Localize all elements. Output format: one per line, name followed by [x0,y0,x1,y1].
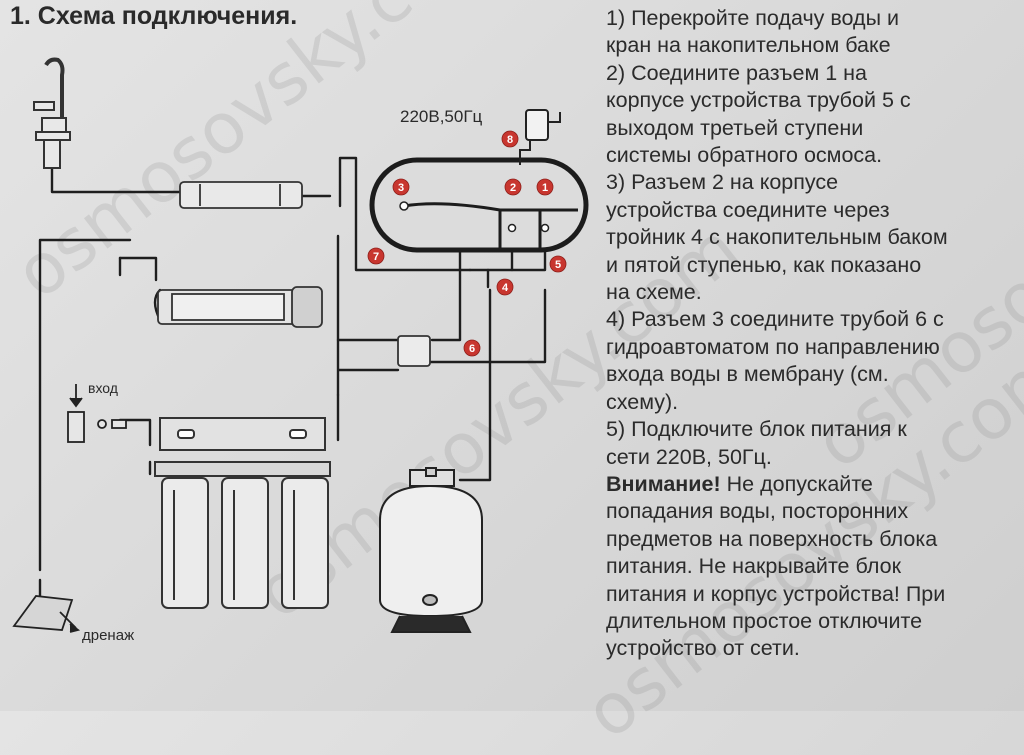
instruction-line: 5) Подключите блок питания к [606,417,907,442]
post-filter-icon [179,181,303,209]
marker-5: 5 [549,255,567,273]
marker-1: 1 [536,178,554,196]
warning-line: попадания воды, посторонних [606,499,909,524]
svg-text:1: 1 [542,182,548,194]
marker-8: 8 [501,130,519,148]
warning-line: Внимание! Не допускайте [606,471,1020,498]
tube-input [118,418,152,476]
svg-text:5: 5 [555,259,561,271]
marker-6: 6 [463,339,481,357]
svg-text:6: 6 [469,343,475,355]
instruction-line: устройства соедините через [606,197,890,222]
storage-tank-icon [379,467,483,633]
power-label: 220В,50Гц [400,107,483,126]
instruction-line: 3) Разъем 2 на корпусе [606,170,839,195]
instruction-line: системы обратного осмоса. [606,143,883,168]
instruction-line: 2) Соедините разъем 1 на [606,60,868,85]
warning-text: Не допускайте [720,471,873,496]
warning-line: предметов на поверхность блока [606,526,938,551]
marker-4: 4 [496,278,514,296]
marker-2: 2 [504,178,522,196]
membrane-housing-icon [157,286,323,328]
svg-text:2: 2 [510,182,516,194]
instruction-line: кран на накопительном баке [606,33,891,58]
svg-text:7: 7 [373,251,379,263]
instruction-line: 4) Разъем 3 соедините трубой 6 с [606,307,944,332]
drain-label: дренаж [82,627,134,644]
instruction-line: на схеме. [606,280,702,305]
tube-3 [338,156,472,272]
warning-line: длительном простое отключите [606,608,923,633]
instructions-text: 1) Перекройте подачу воды и кран на нако… [606,5,1020,663]
marker-3: 3 [392,178,410,196]
instruction-line: корпусе устройства трубой 5 с [606,88,911,113]
instruction-line: сети 220В, 50Гц. [606,444,772,469]
svg-text:3: 3 [398,182,404,194]
warning-line: питания. Не накрывайте блок [606,554,901,579]
tube-faucet [50,166,182,194]
svg-text:4: 4 [502,282,509,294]
connection-diagram: 220В,50Гц вход дренаж 1 2 3 4 5 6 7 8 [12,57,589,644]
instruction-line: 1) Перекройте подачу воды и [606,6,900,30]
marker-7: 7 [367,247,385,265]
inlet-valve-icon [67,384,127,443]
instruction-line: гидроавтоматом по направлению [606,334,940,359]
instruction-line: выходом третьей ступени [606,115,864,140]
svg-text:8: 8 [507,134,513,146]
instruction-line: входа воды в мембрану (см. [606,362,889,387]
controller-body [369,157,589,253]
instruction-line: и пятой ступенью, как показано [606,252,922,277]
warning-line: питания и корпус устройства! При [606,581,946,606]
tube-6b [426,288,547,364]
instruction-line: схему). [606,389,679,414]
warning-label: Внимание! [606,471,721,496]
warning-line: устройство от сети. [606,636,800,661]
power-adapter-icon [519,109,561,165]
prefilter-block-icon [154,417,331,609]
drain-saddle-icon [12,595,81,633]
tube-prefilter [336,338,400,442]
inlet-label: вход [88,380,118,396]
instruction-line: тройник 4 с накопительным баком [606,225,948,250]
faucet-icon [33,57,71,169]
page-title: 1. Схема подключения. [10,2,298,30]
shutoff-valve-icon [397,335,431,367]
tube-to-tank [458,288,492,482]
